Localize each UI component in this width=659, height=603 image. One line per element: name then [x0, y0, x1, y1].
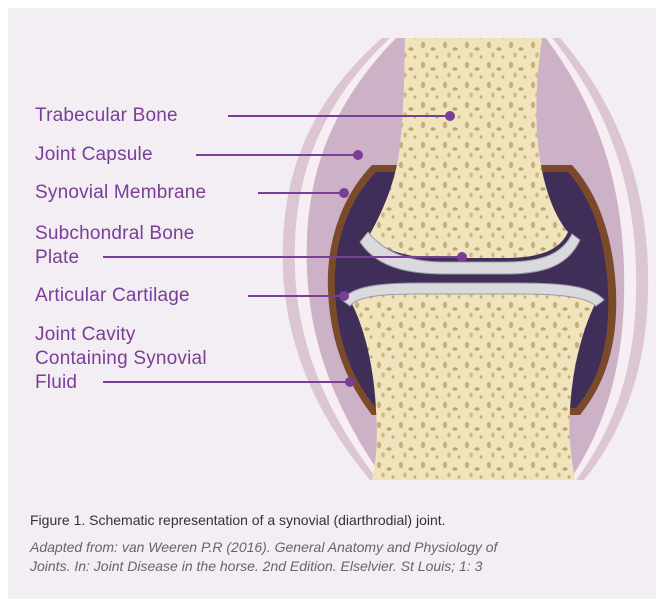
label-subchondral-plate: Plate — [35, 246, 79, 270]
leader-articular-cartilage-dot — [340, 292, 348, 300]
leader-joint-capsule-dot — [354, 151, 362, 159]
caption-source-line-1: Adapted from: van Weeren P.R (2016). Gen… — [30, 538, 645, 557]
label-joint-capsule: Joint Capsule — [35, 143, 153, 167]
label-articular-cartilage: Articular Cartilage — [35, 284, 190, 308]
leader-joint-cavity-dot — [346, 378, 354, 386]
figure-caption-title: Figure 1. Schematic representation of a … — [30, 512, 640, 528]
caption-source-line-2: Joints. In: Joint Disease in the horse. … — [30, 557, 645, 576]
leader-trabecular-bone-dot — [446, 112, 454, 120]
lower-bone — [350, 290, 596, 480]
label-joint-cavity-3: Fluid — [35, 371, 77, 395]
label-joint-cavity-2: Containing Synovial — [35, 347, 207, 371]
label-subchondral-bone: Subchondral Bone — [35, 222, 195, 246]
label-synovial-membrane: Synovial Membrane — [35, 181, 206, 205]
leader-subchondral-plate-dot — [458, 253, 466, 261]
leader-synovial-membrane-dot — [340, 189, 348, 197]
label-joint-cavity-1: Joint Cavity — [35, 323, 136, 347]
figure-caption-source: Adapted from: van Weeren P.R (2016). Gen… — [30, 538, 645, 576]
label-trabecular-bone: Trabecular Bone — [35, 104, 178, 128]
